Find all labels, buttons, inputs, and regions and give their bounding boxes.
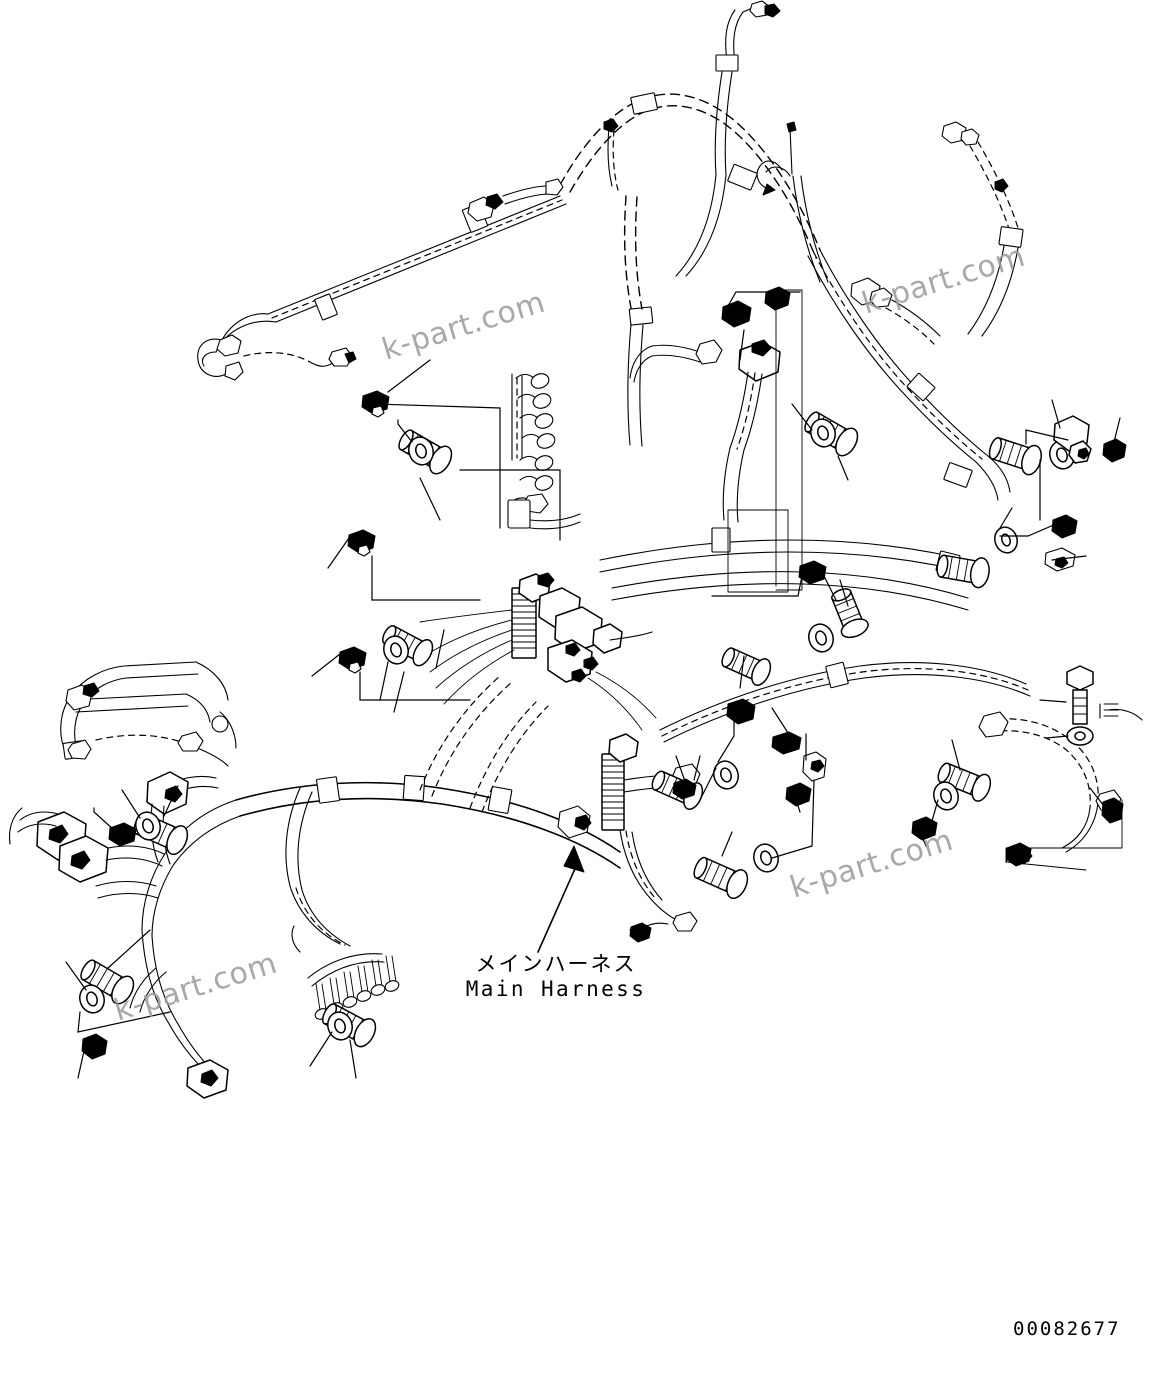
- clamp: [785, 782, 812, 807]
- part-number-label: 00082677: [1013, 1318, 1121, 1340]
- clamp: [361, 390, 390, 418]
- harness-arc-right: [807, 249, 1011, 501]
- bolt: [693, 856, 749, 900]
- washer: [933, 781, 959, 811]
- clamp: [911, 816, 938, 841]
- bolt: [80, 959, 135, 1005]
- clamp: [629, 922, 652, 943]
- harness-arc-top: [559, 92, 829, 447]
- bolt: [937, 762, 992, 802]
- leader-lines: [65, 291, 1121, 1079]
- connector-fan-center-left: [507, 373, 581, 530]
- clamp: [771, 731, 802, 755]
- washer: [408, 436, 434, 466]
- clamp: [347, 529, 376, 557]
- washer: [135, 811, 161, 841]
- harness-trunk-lower-center: [141, 675, 621, 947]
- washer: [994, 526, 1018, 554]
- clamp: [726, 698, 756, 725]
- clamp: [1005, 842, 1032, 867]
- bolt: [936, 554, 990, 589]
- bolt: [988, 437, 1042, 476]
- harness-run-upper-left: [197, 178, 567, 381]
- washer: [810, 418, 836, 448]
- connector-stack-lower-center: [601, 733, 701, 939]
- clamp: [798, 560, 827, 585]
- clamp: [1101, 797, 1124, 824]
- harness-trunk-center-right: [599, 289, 977, 611]
- harness-run-lower-right: [659, 661, 1143, 871]
- fastener-washers: [79, 418, 1094, 1041]
- main-harness-label: メインハーネス Main Harness: [456, 952, 656, 1002]
- washer: [79, 984, 105, 1014]
- main-harness-callout-arrow: [537, 845, 585, 953]
- harness-branch-upper-right: [941, 121, 1024, 337]
- main-junction-block: [419, 572, 657, 731]
- washer: [713, 760, 739, 790]
- washer: [1066, 726, 1094, 746]
- clamp: [721, 300, 752, 328]
- bolt: [721, 647, 772, 687]
- bolt-vertical: [1066, 665, 1094, 725]
- clamp: [81, 1033, 108, 1060]
- clamp: [1051, 514, 1078, 539]
- harness-branch-top-center: [675, 0, 781, 277]
- clamp: [1053, 415, 1092, 464]
- harness-lower-left-pigtail: [129, 929, 229, 1099]
- clamp: [672, 778, 697, 800]
- harness-assembly-lower-left: [8, 661, 237, 899]
- clamp: [338, 646, 367, 674]
- clamp: [108, 822, 137, 847]
- clamp: [1102, 438, 1127, 463]
- washer: [753, 843, 779, 873]
- washer: [808, 623, 834, 653]
- main-harness-label-en: Main Harness: [465, 976, 647, 1001]
- wire-loom-fan-bottom: [291, 925, 400, 1020]
- clamp: [764, 286, 791, 311]
- clamp: [802, 751, 827, 782]
- main-harness-label-jp: メインハーネス: [475, 952, 637, 976]
- washer: [383, 635, 409, 665]
- washer: [327, 1011, 353, 1041]
